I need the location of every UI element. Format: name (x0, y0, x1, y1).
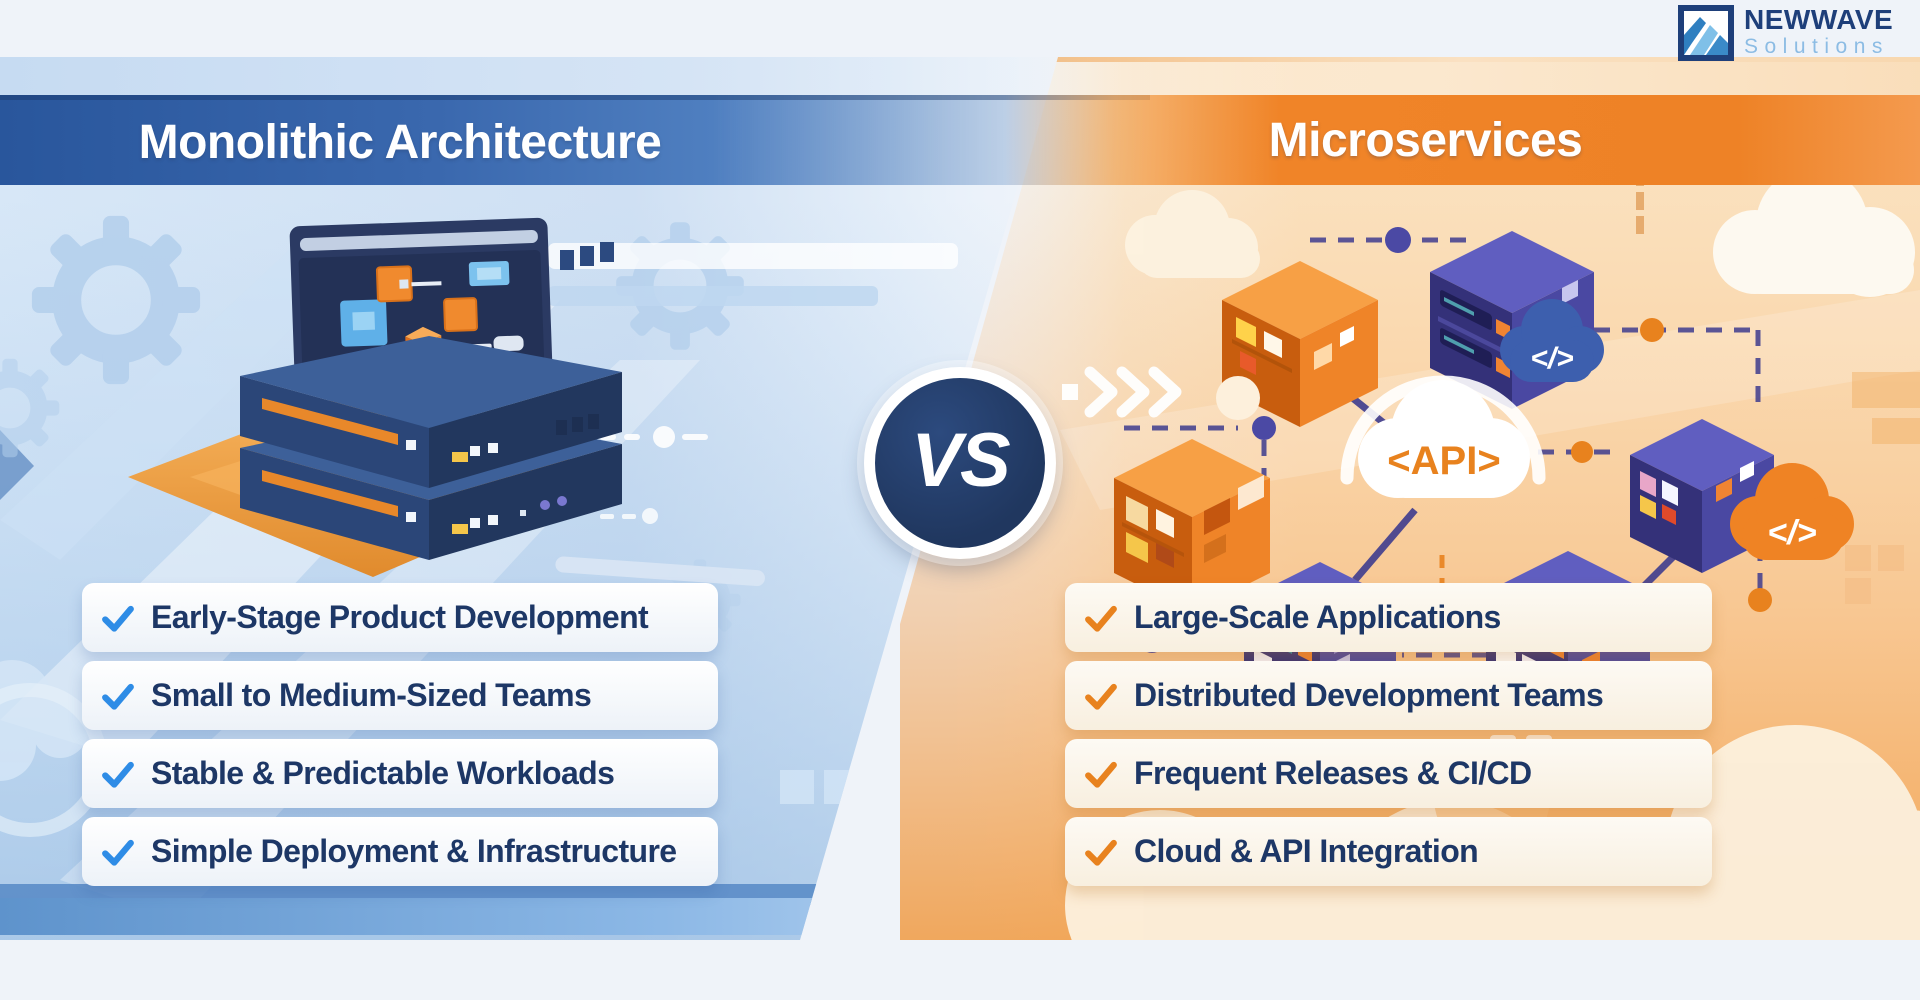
chevrons-icon (1084, 366, 1182, 418)
checklist-item-left-2: Small to Medium-Sized Teams (82, 661, 718, 730)
network-node (1385, 227, 1411, 253)
code-cloud-label: </> (1530, 342, 1573, 375)
cloud-shape (0, 660, 88, 781)
check-icon (102, 605, 134, 632)
left-banner: Monolithic Architecture (0, 95, 1150, 185)
cloud-shape (1713, 168, 1915, 297)
network-node (1252, 416, 1276, 440)
check-icon (1085, 761, 1117, 788)
block-deco-shape (1852, 372, 1920, 444)
dash-dot-line (600, 508, 658, 524)
monolith-illustration (128, 217, 622, 577)
logo-subtitle-text: Solutions (1744, 35, 1889, 59)
logo-brand-text: NEWWAVE (1744, 4, 1894, 35)
checklist-item-label: Stable & Predictable Workloads (151, 755, 615, 791)
code-cloud-label: </> (1767, 514, 1816, 552)
vs-label: VS (911, 417, 1010, 503)
code-cloud-blue: </> (1500, 299, 1604, 382)
network-node (1748, 588, 1772, 612)
server-slab-shape (240, 336, 622, 488)
ribbon-bars-shape (560, 242, 614, 270)
network-node (1640, 318, 1664, 342)
left-title: Monolithic Architecture (138, 116, 662, 169)
check-icon (102, 839, 134, 866)
checklist-item-label: Large-Scale Applications (1134, 599, 1501, 635)
code-cloud-orange: </> (1730, 463, 1854, 560)
right-top-band (1005, 57, 1920, 95)
checklist-item-left-1: Early-Stage Product Development (82, 583, 718, 652)
api-cloud-label: <API> (1387, 439, 1500, 483)
checklist-item-right-2: Distributed Development Teams (1065, 661, 1712, 730)
check-icon (1085, 683, 1117, 710)
monitor-shape (289, 217, 553, 379)
logo: NEWWAVE Solutions (1678, 5, 1893, 61)
checklist-item-left-4: Simple Deployment & Infrastructure (82, 817, 718, 886)
check-icon (1085, 605, 1117, 632)
network-node (1571, 441, 1593, 463)
checklist-item-right-1: Large-Scale Applications (1065, 583, 1712, 652)
service-cube-orange (1216, 261, 1378, 427)
checklist-item-label: Small to Medium-Sized Teams (151, 677, 592, 713)
checklist-item-label: Simple Deployment & Infrastructure (151, 833, 677, 869)
left-top-band (0, 57, 1140, 95)
cloud-shape (1125, 190, 1260, 278)
check-icon (1085, 839, 1117, 866)
checklist-item-label: Cloud & API Integration (1134, 833, 1479, 869)
checklist-item-label: Early-Stage Product Development (151, 599, 649, 635)
checklist-item-label: Distributed Development Teams (1134, 677, 1604, 713)
cube-badge-shape (1216, 376, 1260, 420)
check-icon (102, 683, 134, 710)
checklist-item-right-3: Frequent Releases & CI/CD (1065, 739, 1712, 808)
service-cube-orange (1114, 439, 1270, 612)
logo-wave-icon (1678, 5, 1734, 61)
check-icon (102, 761, 134, 788)
checklist-item-right-4: Cloud & API Integration (1065, 817, 1712, 886)
api-cloud: <API> (1358, 380, 1530, 498)
pixel-squares-shape (1845, 545, 1904, 604)
right-title: Microservices (1268, 113, 1583, 167)
checklist-item-label: Frequent Releases & CI/CD (1134, 755, 1532, 791)
right-banner: Microservices (1005, 95, 1920, 185)
vs-badge: VS (864, 367, 1056, 559)
checklist-item-left-3: Stable & Predictable Workloads (82, 739, 718, 808)
